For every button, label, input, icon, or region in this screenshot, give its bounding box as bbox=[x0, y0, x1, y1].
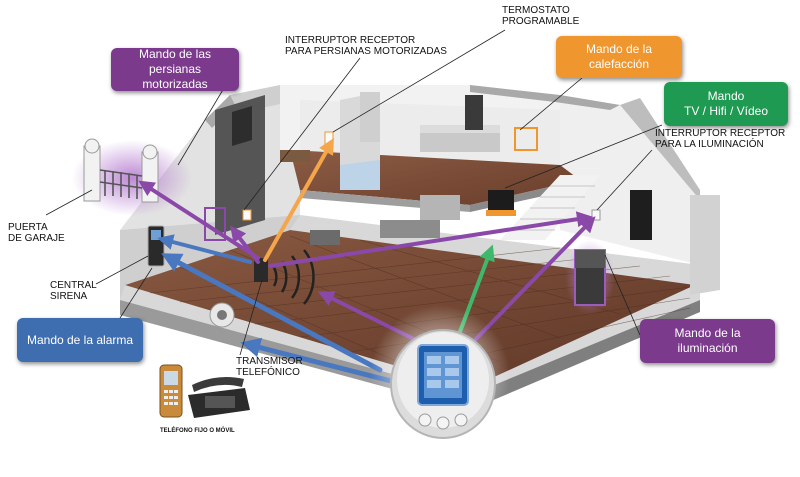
telephone-transmitter-icon bbox=[254, 249, 315, 305]
thermostat-icon bbox=[324, 131, 334, 145]
light-switch-icon bbox=[242, 209, 252, 221]
label-interruptor-iluminacion-line1: INTERRUPTOR RECEPTOR bbox=[655, 128, 786, 139]
siren-icon bbox=[209, 302, 235, 328]
label-transmisor-line2: TELEFÓNICO bbox=[236, 367, 300, 378]
callout-calefaccion-line1: Mando de la bbox=[585, 42, 653, 56]
label-interruptor-persianas-line2: PARA PERSIANAS MOTORIZADAS bbox=[285, 46, 447, 57]
label-interruptor-iluminacion-line2: PARA LA ILUMINACIÓN bbox=[655, 139, 764, 150]
label-central-line2: SIRENA bbox=[50, 291, 88, 302]
label-interruptor-persianas: INTERRUPTOR RECEPTOR PARA PERSIANAS MOTO… bbox=[285, 35, 447, 57]
callout-iluminacion-line1: Mando de la iluminación bbox=[674, 326, 741, 355]
alarm-central-icon bbox=[147, 225, 165, 267]
label-garaje-line2: DE GARAJE bbox=[8, 233, 65, 244]
label-termostato: TERMOSTATO PROGRAMABLE bbox=[502, 5, 579, 27]
callout-iluminacion: Mando de la iluminación bbox=[640, 319, 775, 363]
leader-lines bbox=[45, 29, 663, 356]
label-central-line1: CENTRAL bbox=[50, 280, 97, 291]
callout-tv-line2: TV / Hifi / Vídeo bbox=[683, 104, 769, 118]
label-telefono: TELÉFONO FIJO O MÓVIL bbox=[160, 428, 235, 434]
label-termostato-line2: PROGRAMABLE bbox=[502, 16, 580, 27]
callout-persianas-line1: Mando de las bbox=[138, 47, 212, 61]
label-interruptor-persianas-line1: INTERRUPTOR RECEPTOR bbox=[285, 35, 416, 46]
label-garaje-line1: PUERTA bbox=[8, 222, 48, 233]
callout-tv-line1: Mando bbox=[707, 89, 745, 103]
desk-phone-icon bbox=[188, 377, 250, 418]
callout-persianas: Mando de las persianas motorizadas bbox=[111, 47, 239, 91]
mobile-phone-icon bbox=[159, 364, 183, 418]
remote-control-icon bbox=[370, 305, 510, 445]
window-blind-icon bbox=[575, 250, 605, 268]
callout-alarma: Mando de la alarma bbox=[17, 318, 143, 362]
label-transmisor-line1: TRANSMISOR bbox=[236, 356, 303, 367]
label-transmisor: TRANSMISOR TELEFÓNICO bbox=[236, 356, 303, 378]
label-interruptor-iluminacion: INTERRUPTOR RECEPTOR PARA LA ILUMINACIÓN bbox=[655, 128, 785, 150]
ground-floor-furniture bbox=[204, 175, 615, 315]
signal-arrows bbox=[138, 138, 596, 385]
callout-persianas-line2: persianas motorizadas bbox=[142, 62, 208, 91]
label-garaje: PUERTA DE GARAJE bbox=[8, 222, 65, 244]
callout-tv: Mando TV / Hifi / Vídeo bbox=[664, 82, 788, 126]
callout-alarma-line1: Mando de la alarma bbox=[26, 332, 134, 347]
label-central: CENTRAL SIRENA bbox=[50, 280, 97, 302]
light-switch-icon bbox=[591, 209, 601, 221]
callout-calefaccion: Mando de la calefacción bbox=[556, 36, 682, 78]
label-termostato-line1: TERMOSTATO bbox=[502, 5, 570, 16]
callout-calefaccion-line2: calefacción bbox=[588, 57, 650, 71]
